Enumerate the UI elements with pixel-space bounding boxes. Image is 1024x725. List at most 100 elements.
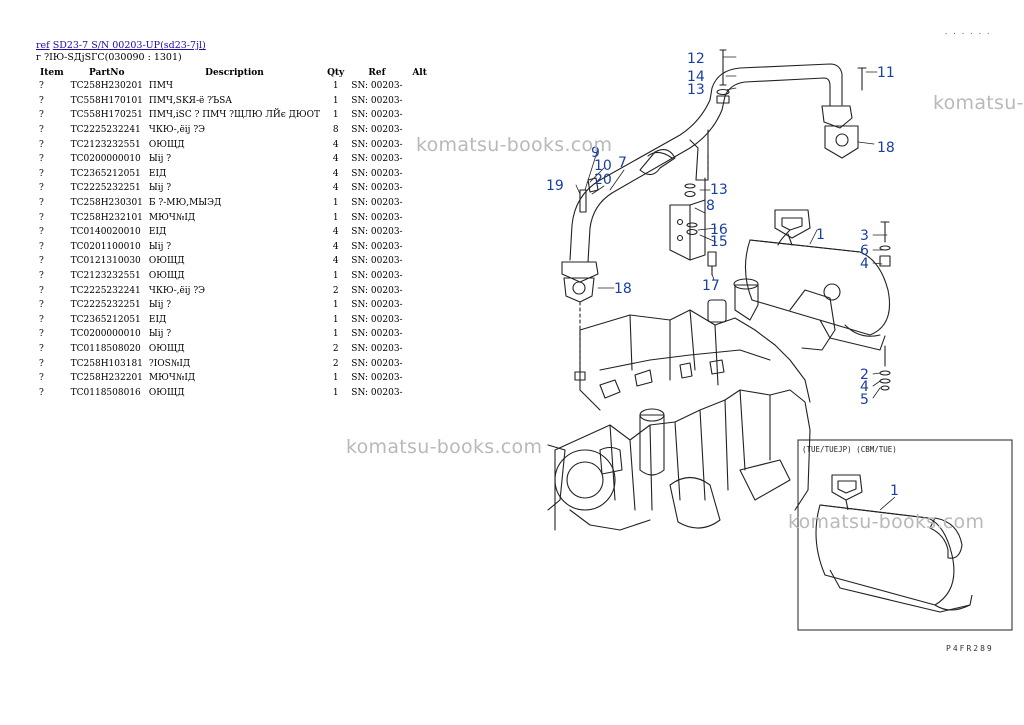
model-link[interactable]: SD23-7 S/N 00203-UP(sd23-7jl) [52, 40, 206, 51]
table-cell-qty: 4 [332, 241, 339, 252]
callout-6: 6 [860, 243, 869, 259]
table-cell-ref: SN: 00203- [351, 125, 403, 136]
col-alt: Alt [412, 67, 427, 78]
table-cell-description: ЧКЮ-,ёij ?Э [148, 125, 206, 136]
table-cell-description: МЮЧ№ІД [148, 212, 196, 223]
table-cell-item: ? [39, 241, 44, 252]
callout-1: 1 [816, 227, 825, 243]
callout-4-bottom: 4 [860, 379, 869, 395]
table-cell-qty: 1 [332, 81, 339, 92]
table-cell-description: ПМЧ,iЅC ? ПМЧ ?ЩЛЮ ЛЙє ДЮОТ [148, 110, 321, 121]
callout-8: 8 [706, 198, 715, 214]
table-cell-alt [406, 385, 434, 400]
table-cell-ref: SN: 00203- [351, 256, 403, 267]
callout-15: 15 [710, 234, 728, 250]
callout-11: 11 [877, 65, 895, 81]
inset-callout-1: 1 [890, 483, 899, 499]
table-cell-ref: SN: 00203- [351, 183, 403, 194]
table-cell-alt [406, 240, 434, 255]
table-cell-ref: SN: 00203- [351, 198, 403, 209]
inset-label: (TUE/TUEJP) (CBM/TUE) [802, 445, 897, 454]
inset-detail: (TUE/TUEJP) (CBM/TUE) 1 [797, 439, 1013, 631]
table-cell-item: ? [39, 314, 44, 325]
muffler-drawing [744, 209, 891, 351]
table-cell-alt [406, 298, 434, 313]
table-cell-description: ОЮЩД [148, 256, 185, 267]
page-header: ref SD23-7 S/N 00203-UP(sd23-7jl) г ?ІЮ-… [36, 40, 206, 64]
table-cell-description: ЕІД [148, 168, 167, 179]
table-cell-ref: SN: 00203- [351, 241, 403, 252]
callout-4-top: 4 [860, 256, 869, 272]
table-cell-ref: SN: 00203- [351, 139, 403, 150]
table-cell-qty: 1 [332, 95, 339, 106]
breadcrumb: ref SD23-7 S/N 00203-UP(sd23-7jl) [36, 40, 206, 52]
exhaust-diagram: 12 14 13 11 18 9 10 7 20 19 13 8 16 15 1… [546, 49, 1013, 631]
col-description: Description [205, 67, 264, 78]
table-cell-item: ? [39, 81, 44, 92]
table-cell-alt [406, 210, 434, 225]
table-cell-partno: TC558H170251 [70, 110, 143, 121]
table-cell-partno: TC258H103181 [70, 358, 143, 369]
table-cell-partno: TC2123232551 [70, 271, 141, 282]
callout-group: 12 14 13 11 18 9 10 7 20 19 13 8 16 15 1… [546, 51, 895, 408]
table-cell-qty: 4 [332, 139, 339, 150]
callout-20: 20 [594, 172, 612, 188]
table-cell-partno: TC0121310030 [70, 256, 141, 267]
table-cell-description: ОЮЩД [148, 343, 185, 354]
table-cell-item: ? [39, 343, 44, 354]
table-cell-qty: 4 [332, 183, 339, 194]
table-cell-partno: TC2225232241 [70, 285, 141, 296]
table-cell-alt [406, 313, 434, 328]
table-cell-partno: TC0118508020 [70, 343, 141, 354]
table-cell-item: ? [39, 271, 44, 282]
table-cell-ref: SN: 00203- [351, 227, 403, 238]
watermark: komatsu-books.com [416, 134, 613, 156]
table-cell-partno: TC258H230201 [70, 81, 143, 92]
table-cell-description: Ыij ? [148, 154, 172, 165]
callout-18-top: 18 [877, 140, 895, 156]
table-cell-qty: 1 [332, 110, 339, 121]
table-cell-qty: 1 [332, 373, 339, 384]
table-cell-ref: SN: 00203- [351, 154, 403, 165]
table-cell-description: ОЮЩД [148, 271, 185, 282]
table-cell-item: ? [39, 329, 44, 340]
exhaust-pipe-drawing [561, 63, 859, 303]
table-cell-partno: TC2225232251 [70, 183, 141, 194]
callout-17: 17 [702, 278, 720, 294]
table-cell-partno: TC258H230301 [70, 198, 143, 209]
ref-link[interactable]: ref [36, 40, 50, 51]
table-cell-description: ОЮЩД [148, 139, 185, 150]
table-cell-qty: 4 [332, 168, 339, 179]
table-cell-ref: SN: 00203- [351, 81, 403, 92]
table-cell-alt [406, 225, 434, 240]
callout-13-mid: 13 [710, 182, 728, 198]
table-cell-item: ? [39, 300, 44, 311]
table-cell-partno: TC2123232551 [70, 139, 141, 150]
table-cell-alt [406, 327, 434, 342]
table-cell-alt [406, 371, 434, 386]
table-cell-ref: SN: 00203- [351, 358, 403, 369]
table-cell-qty: 1 [332, 198, 339, 209]
corner-mark: · · · · · · [944, 30, 991, 38]
table-cell-qty: 1 [332, 314, 339, 325]
table-cell-description: ПМЧ [148, 81, 173, 92]
table-cell-partno: TC0200000010 [70, 329, 141, 340]
table-cell-description: Ыij ? [148, 183, 172, 194]
fasteners-drawing [574, 49, 891, 391]
